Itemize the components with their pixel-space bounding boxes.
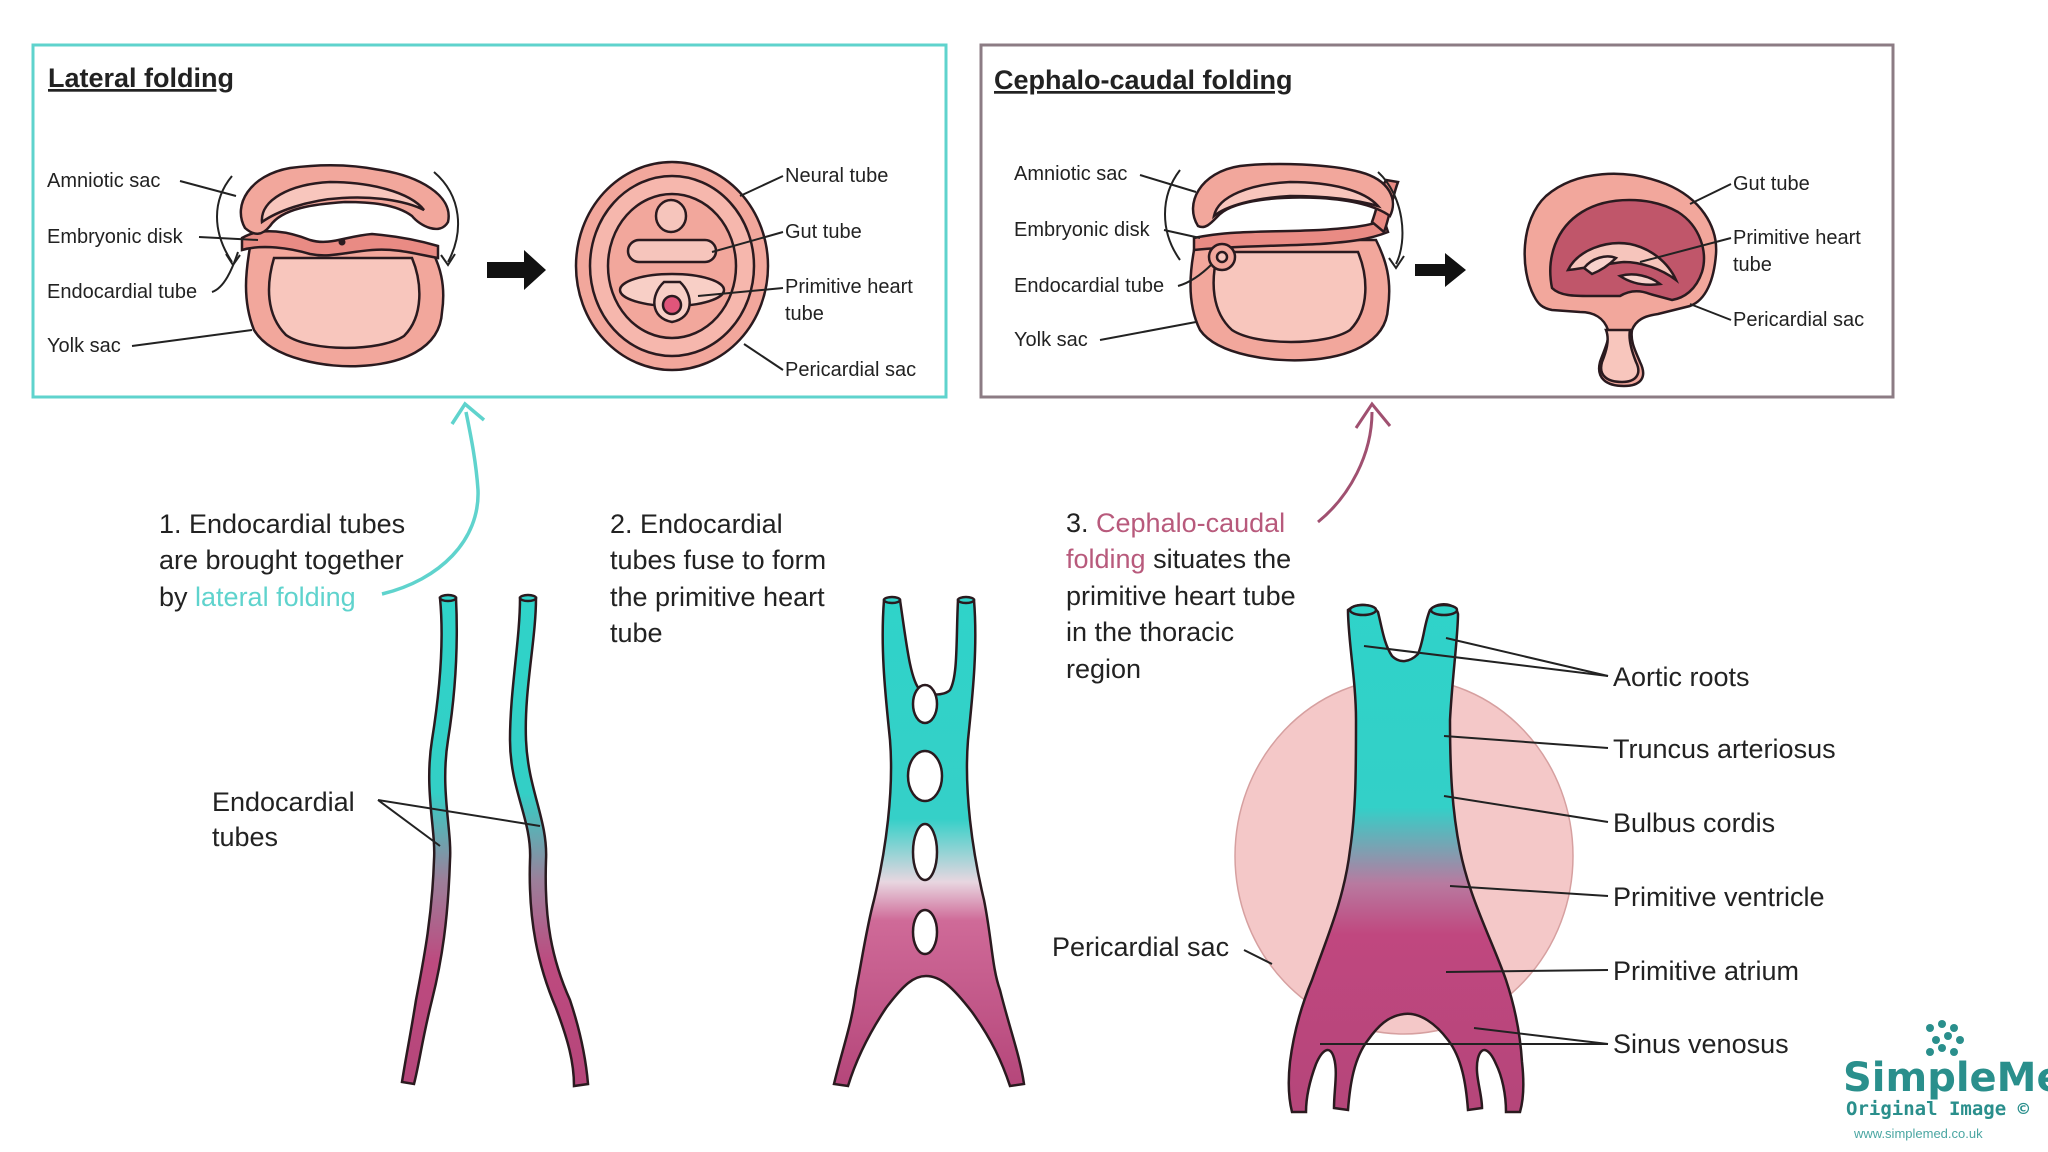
- cephalo-label-primitive-heart-tube-2: tube: [1733, 254, 1772, 276]
- label-endocardial-tubes-1: Endocardial: [212, 787, 355, 817]
- step1-line3: by lateral folding: [159, 582, 356, 612]
- step3-line4: in the thoracic: [1066, 617, 1234, 647]
- cephalo-caudal-folding-panel: Cephalo-caudal folding Amnio: [979, 43, 1895, 399]
- step1-line2: are brought together: [159, 545, 404, 575]
- lateral-label-amniotic-sac: Amniotic sac: [47, 170, 160, 192]
- lateral-folding-panel: Lateral folding Amnio: [31, 43, 948, 399]
- cephalo-label-endocardial-tube: Endocardial tube: [1014, 275, 1164, 297]
- step2-line1: 2. Endocardial: [610, 509, 783, 539]
- cephalo-embryo-before: [1164, 162, 1405, 362]
- label-pericardial-sac: Pericardial sac: [1052, 932, 1229, 962]
- label-primitive-atrium: Primitive atrium: [1613, 956, 1799, 986]
- fusing-primitive-heart-tube: [832, 595, 1026, 1088]
- cephalo-label-primitive-heart-tube-1: Primitive heart: [1733, 227, 1861, 249]
- cephalo-label-gut-tube: Gut tube: [1733, 173, 1810, 195]
- lateral-label-neural-tube: Neural tube: [785, 165, 888, 187]
- lateral-label-gut-tube: Gut tube: [785, 221, 862, 243]
- label-primitive-ventricle: Primitive ventricle: [1613, 882, 1825, 912]
- logo-icon: [1926, 1020, 1964, 1056]
- cephalo-panel-border: [979, 43, 1895, 399]
- lateral-label-yolk-sac: Yolk sac: [47, 335, 121, 357]
- step2-line3: the primitive heart: [610, 582, 825, 612]
- step3-line2: folding situates the: [1066, 544, 1291, 574]
- logo-subtitle: Original Image ©: [1846, 1098, 2030, 1120]
- lateral-transition-arrow: [487, 250, 546, 290]
- step2-line4: tube: [610, 618, 663, 648]
- step3-line1: 3. Cephalo-caudal: [1066, 508, 1285, 538]
- step3-line5: region: [1066, 654, 1141, 684]
- label-truncus-arteriosus: Truncus arteriosus: [1613, 734, 1836, 764]
- step1-highlight: lateral folding: [195, 582, 356, 612]
- cephalo-label-pericardial-sac: Pericardial sac: [1733, 309, 1864, 331]
- step1-line3-prefix: by: [159, 582, 195, 612]
- lateral-label-primitive-heart-tube-1: Primitive heart: [785, 276, 913, 298]
- step3-line1-prefix: 3.: [1066, 508, 1096, 538]
- step1-text: 1. Endocardial tubes are brought togethe…: [159, 509, 405, 612]
- lateral-embryo-after: [574, 160, 770, 372]
- step2-line2: tubes fuse to form: [610, 545, 826, 575]
- label-aortic-roots: Aortic roots: [1613, 662, 1750, 692]
- cephalo-panel-title: Cephalo-caudal folding: [994, 65, 1293, 95]
- lateral-panel-title: Lateral folding: [48, 63, 234, 93]
- label-bulbus-cordis: Bulbus cordis: [1613, 808, 1775, 838]
- separate-endocardial-tubes: [400, 593, 590, 1088]
- heart-tube-in-pericardium: [1234, 602, 1574, 1114]
- step3-highlight-2: folding: [1066, 544, 1146, 574]
- step3-line3: primitive heart tube: [1066, 581, 1296, 611]
- cephalo-label-yolk-sac: Yolk sac: [1014, 329, 1088, 351]
- lateral-label-embryonic-disk: Embryonic disk: [47, 226, 184, 248]
- step1-line1: 1. Endocardial tubes: [159, 509, 405, 539]
- lateral-embryo-before: [216, 163, 459, 368]
- logo-url: www.simplemed.co.uk: [1853, 1126, 1983, 1141]
- cephalo-label-amniotic-sac: Amniotic sac: [1014, 163, 1127, 185]
- cephalo-embryo-after: [1523, 172, 1718, 388]
- lateral-label-primitive-heart-tube-2: tube: [785, 303, 824, 325]
- label-sinus-venosus: Sinus venosus: [1613, 1029, 1789, 1059]
- logo-name: SimpleMed: [1843, 1055, 2048, 1101]
- cephalo-label-embryonic-disk: Embryonic disk: [1014, 219, 1151, 241]
- cephalo-transition-arrow: [1415, 253, 1466, 287]
- step3-highlight-1: Cephalo-caudal: [1096, 508, 1285, 538]
- label-endocardial-tubes-2: tubes: [212, 822, 278, 852]
- step1-connector-arrow: [381, 401, 486, 596]
- step3-connector-arrow: [1317, 401, 1392, 524]
- lateral-label-pericardial-sac: Pericardial sac: [785, 359, 916, 381]
- step3-line2-suffix: situates the: [1146, 544, 1292, 574]
- step3-text: 3. Cephalo-caudal folding situates the p…: [1066, 508, 1296, 684]
- lateral-panel-border: [31, 43, 948, 399]
- lateral-label-endocardial-tube: Endocardial tube: [47, 281, 197, 303]
- simplemed-logo: SimpleMed Original Image © www.simplemed…: [1843, 1020, 2048, 1141]
- step2-text: 2. Endocardial tubes fuse to form the pr…: [610, 509, 826, 648]
